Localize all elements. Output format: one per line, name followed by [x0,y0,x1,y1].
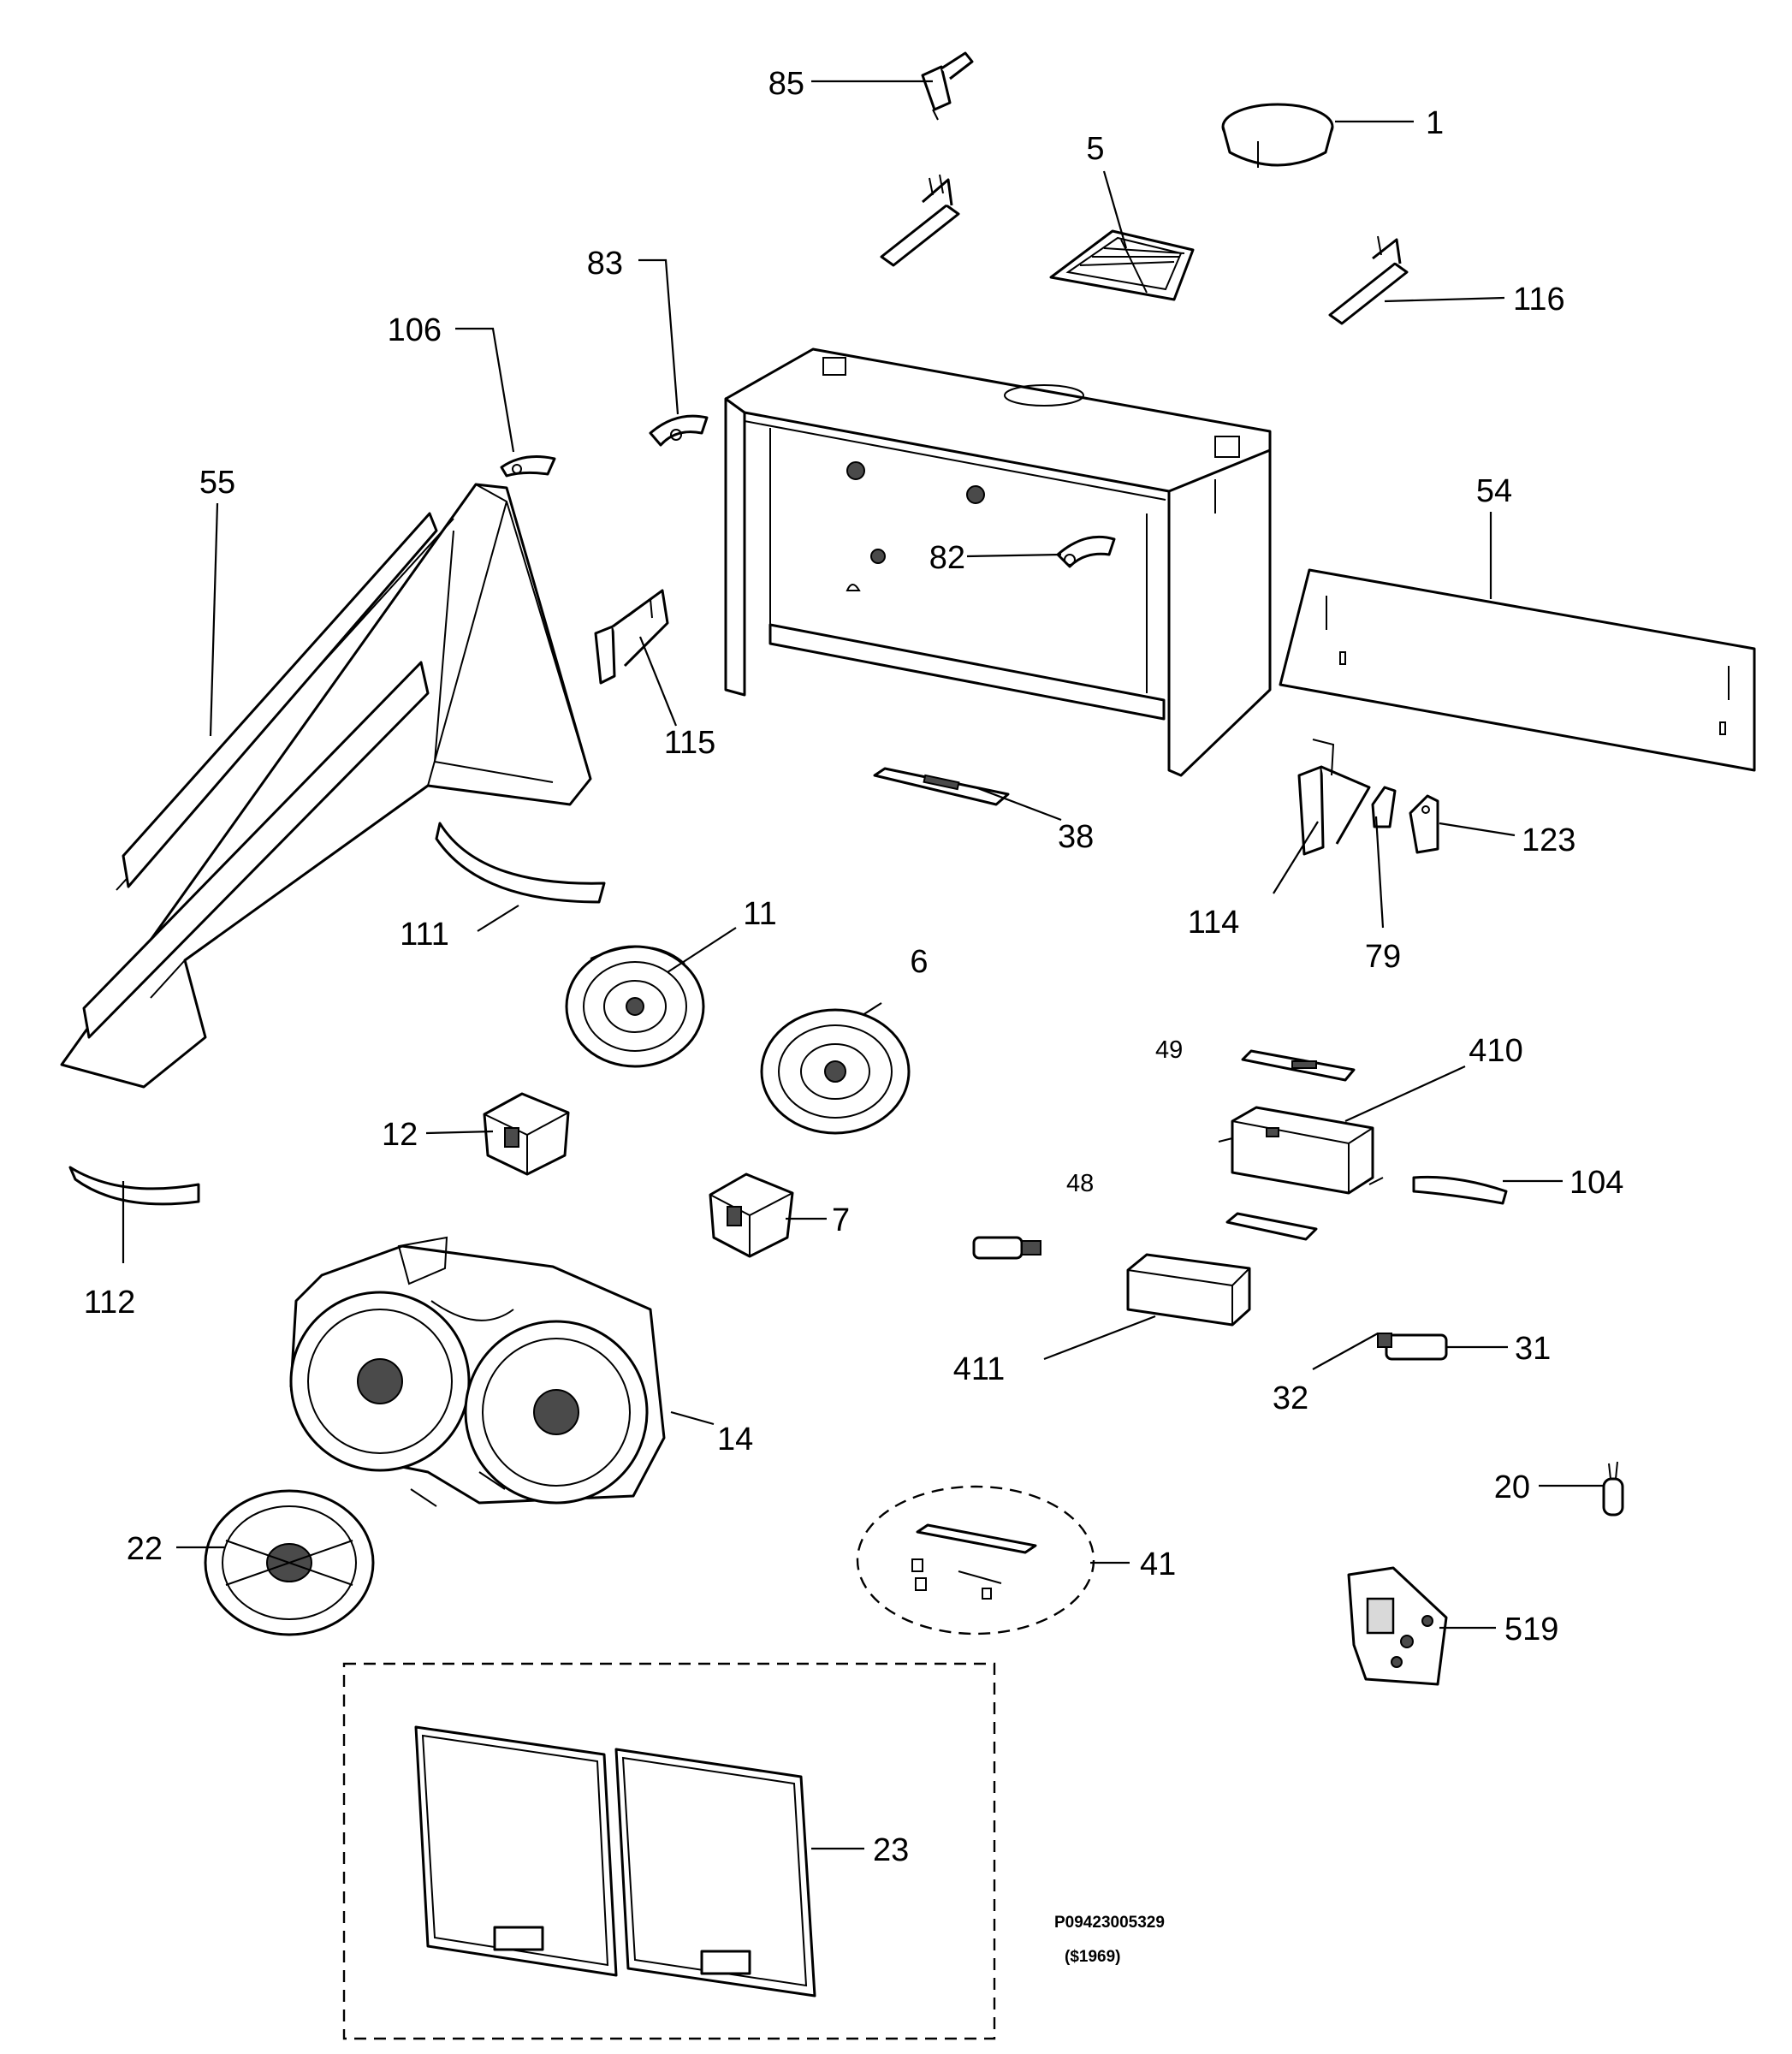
part-7-motor [709,1172,794,1258]
part-112-trim [68,1166,200,1206]
label-85: 85 [768,66,804,102]
label-6: 6 [910,944,928,980]
part-1-collar [1221,103,1334,168]
hood-housing [724,347,1272,777]
part-104-light [1412,1175,1508,1205]
label-20: 20 [1494,1469,1530,1505]
part-82-clip [1056,535,1116,568]
label-32: 32 [1273,1380,1308,1416]
part-labels: 85 1 5 116 83 106 55 54 82 115 38 123 11… [84,66,1624,1966]
part-48-cover [1225,1212,1318,1241]
label-48: 48 [1066,1170,1094,1197]
part-5-grille [1049,229,1195,301]
part-20-capsule [1602,1461,1624,1517]
part-31-lamp [1377,1333,1448,1361]
label-114: 114 [1188,905,1240,941]
label-22: 22 [127,1531,163,1567]
footer-price-code: ($1969) [1065,1948,1121,1966]
label-5: 5 [1086,131,1104,167]
label-115: 115 [664,725,716,761]
part-114-bracket [1297,739,1371,856]
label-112: 112 [84,1285,136,1321]
lamp-holder [972,1236,1041,1260]
part-54-panel [1279,568,1756,772]
label-1: 1 [1426,105,1444,141]
part-14-blower-housing [289,1236,666,1507]
part-111-trim [435,822,606,904]
part-410-control-box [1218,1106,1384,1195]
label-83: 83 [587,246,623,282]
label-12: 12 [382,1117,418,1153]
bracket-top-left [880,174,960,267]
label-54: 54 [1476,473,1512,509]
part-22-fan-wheel [204,1489,375,1636]
part-23-grease-filters [342,1662,996,2040]
part-11-blower-wheel [565,945,705,1068]
label-111: 111 [400,917,449,953]
label-38: 38 [1058,819,1094,855]
label-55: 55 [199,465,235,501]
label-106: 106 [388,312,442,348]
part-38-plate [873,767,1010,806]
part-49-cover [1241,1049,1356,1082]
part-115-bracket [594,589,669,685]
label-23: 23 [873,1832,909,1868]
part-85-bracket [921,51,974,121]
footer-part-code: P09423005329 [1054,1914,1165,1932]
label-31: 31 [1515,1331,1551,1367]
part-123-plate [1409,794,1439,854]
part-12-motor [483,1092,570,1176]
part-106-clip [500,455,556,478]
label-410: 410 [1469,1033,1522,1069]
label-519: 519 [1504,1612,1558,1647]
part-6-blower-wheel [760,1008,911,1135]
label-41: 41 [1140,1546,1176,1582]
part-411-transformer [1126,1253,1251,1327]
label-49: 49 [1155,1036,1183,1064]
label-104: 104 [1569,1165,1623,1201]
part-519-hardware-bag [1347,1566,1448,1686]
part-55-chimney-cover [60,483,592,1089]
label-411: 411 [953,1351,1006,1387]
leader-lines [122,80,1604,1850]
label-79: 79 [1365,939,1401,975]
label-123: 123 [1522,822,1575,858]
label-14: 14 [717,1422,753,1457]
label-11: 11 [743,896,776,932]
part-41-kit [856,1485,1095,1635]
part-79-clip [1371,786,1397,828]
label-82: 82 [929,540,965,576]
label-7: 7 [832,1202,850,1238]
part-83-clip [649,414,709,447]
label-116: 116 [1513,282,1565,318]
part-116-bracket [1328,235,1409,325]
